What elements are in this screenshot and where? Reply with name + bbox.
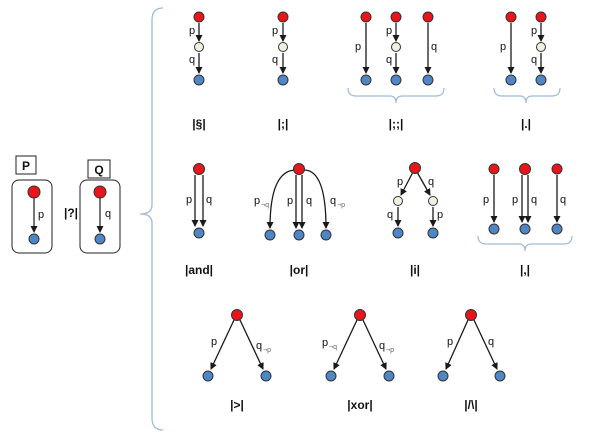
i-q-bottom-label: q [387, 209, 393, 221]
seq-p-label: p [189, 25, 195, 37]
p-header-box [15, 155, 37, 175]
wedge-q-label: q [488, 336, 494, 348]
p-start-node [27, 185, 41, 199]
dot-p2-label: p [531, 25, 537, 37]
i-p-bottom-label: p [437, 209, 443, 221]
gt-operator-label: |>| [230, 398, 244, 412]
xor-q-label: q [379, 340, 385, 352]
dot-operator-label: |.| [521, 117, 531, 131]
seq-operator-label: |§| [192, 117, 205, 131]
semisemi-brace [347, 87, 445, 104]
diagram-dot: p p q |.| [493, 11, 561, 131]
semi-p-label: p [272, 25, 278, 37]
diagram-gt: p q ¬p |>| [202, 309, 272, 412]
generic-operator-label: |?| [64, 206, 78, 220]
diagram-or: p ¬q p q q ¬p |or| [254, 163, 345, 277]
comma-p2-label: p [512, 194, 518, 206]
diagram-semi: p q |;| [272, 11, 289, 131]
wedge-operator-label: |/\| [464, 398, 477, 412]
q-start-node [93, 185, 107, 199]
comma-operator-label: |,| [520, 263, 530, 277]
left-process-q: Q q [79, 159, 121, 254]
xor-notq-sub: ¬q [329, 344, 337, 351]
dot-brace [493, 87, 561, 104]
semisemi-operator-label: |;;| [389, 117, 404, 131]
or-p-notq-label: p [254, 195, 260, 207]
diagram-i: p q q p |i| [387, 162, 443, 277]
or-notq-sub: ¬q [261, 202, 269, 209]
p-end-node [28, 233, 40, 245]
diagram-xor: p ¬q q ¬p |xor| [322, 309, 395, 412]
wedge-p-label: p [447, 336, 453, 348]
q-end-node [94, 233, 106, 245]
xor-notp-sub: ¬p [386, 347, 394, 354]
comma-q3-label: q [560, 194, 566, 206]
or-p-label: p [287, 195, 293, 207]
gt-p-label: p [211, 336, 217, 348]
and-p-label: p [186, 194, 192, 206]
p-container [11, 179, 53, 254]
diagram-semisemi: p p q q |;;| [347, 11, 445, 131]
diagram-comma: p p q q |,| [477, 163, 573, 277]
semisemi-p1-label: p [355, 41, 361, 53]
semi-q-label: q [272, 54, 278, 66]
p-edge-label: p [38, 209, 44, 221]
dot-q2-label: q [531, 54, 537, 66]
gt-q-label: q [256, 340, 262, 352]
or-q-notp-label: q [330, 195, 336, 207]
comma-brace [477, 235, 573, 252]
i-q-top-label: q [428, 176, 434, 188]
semisemi-p2-label: p [386, 25, 392, 37]
comma-p1-label: p [483, 194, 489, 206]
or-notp-sub: ¬p [337, 202, 345, 209]
or-operator-label: |or| [290, 263, 309, 277]
semisemi-q3-label: q [431, 41, 437, 53]
i-p-top-label: p [397, 176, 403, 188]
xor-p-label: p [322, 337, 328, 349]
dot-p1-label: p [500, 41, 506, 53]
left-process-p: P p [11, 155, 53, 254]
diagram-and: p q |and| [185, 163, 213, 277]
comma-q2-label: q [531, 194, 537, 206]
seq-q-label: q [189, 54, 195, 66]
and-q-label: q [206, 194, 212, 206]
xor-operator-label: |xor| [347, 398, 372, 412]
diagram-wedge: p q |/\| [437, 309, 506, 412]
q-header-box [87, 159, 111, 179]
gt-notp-sub: ¬p [263, 347, 271, 354]
and-operator-label: |and| [185, 263, 213, 277]
semi-operator-label: |;| [278, 117, 289, 131]
p-header-label: P [22, 159, 30, 173]
q-header-label: Q [94, 163, 103, 177]
or-q-label: q [306, 195, 312, 207]
semisemi-q2-label: q [386, 54, 392, 66]
q-edge-label: q [105, 208, 111, 220]
big-brace [139, 7, 164, 431]
diagram-seq: p q |§| [189, 11, 206, 131]
i-operator-label: |i| [410, 263, 420, 277]
